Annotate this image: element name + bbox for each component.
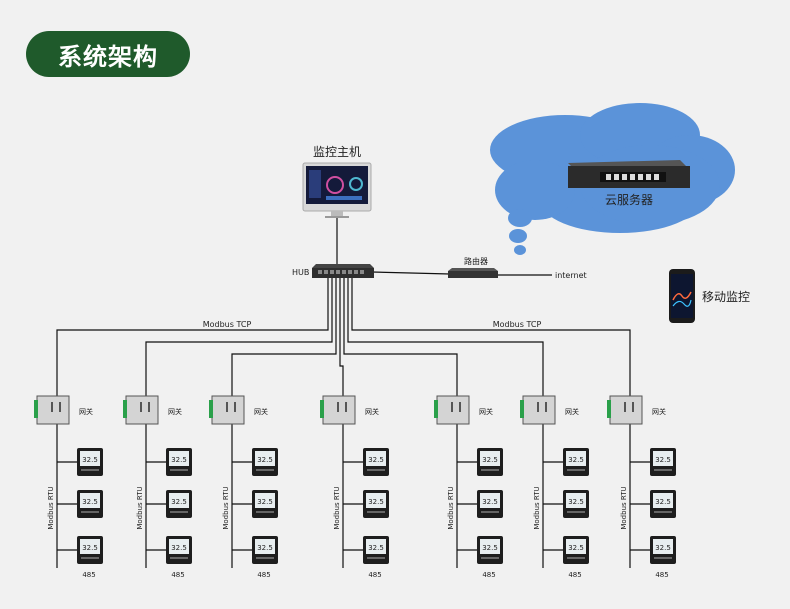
cloud-server-icon <box>568 160 690 188</box>
router-icon <box>448 268 498 278</box>
mobile-monitor-label: 移动监控 <box>702 290 750 304</box>
gateway-label: 网关 <box>254 407 268 416</box>
gateway-device <box>320 395 356 425</box>
sensor-reading: 32.5 <box>482 456 498 464</box>
sensor-reading: 32.5 <box>482 498 498 506</box>
sensor-device: 32.5 <box>166 536 192 564</box>
sensor-reading: 32.5 <box>568 544 584 552</box>
gateway-label: 网关 <box>79 407 93 416</box>
sensor-device: 32.5 <box>77 536 103 564</box>
gateway-device <box>209 395 245 425</box>
sensor-reading: 32.5 <box>655 498 671 506</box>
bus-485-label: 485 <box>257 571 270 579</box>
hub-label: HUB <box>292 268 309 277</box>
sensor-reading: 32.5 <box>655 456 671 464</box>
sensor-reading: 32.5 <box>82 456 98 464</box>
sensor-reading: 32.5 <box>171 456 187 464</box>
mobile-phone-icon <box>669 269 695 323</box>
sensor-reading: 32.5 <box>171 544 187 552</box>
sensor-reading: 32.5 <box>568 456 584 464</box>
bus-485-label: 485 <box>655 571 668 579</box>
sensor-reading: 32.5 <box>368 498 384 506</box>
gateway-label: 网关 <box>565 407 579 416</box>
sensor-device: 32.5 <box>477 448 503 476</box>
sensor-device: 32.5 <box>166 448 192 476</box>
sensor-device: 32.5 <box>650 536 676 564</box>
sensor-device: 32.5 <box>563 536 589 564</box>
gateway-label: 网关 <box>652 407 666 416</box>
sensor-reading: 32.5 <box>82 544 98 552</box>
hub-switch-icon <box>312 264 374 278</box>
sensor-device: 32.5 <box>363 536 389 564</box>
sensor-device: 32.5 <box>77 448 103 476</box>
sensor-reading: 32.5 <box>482 544 498 552</box>
gateway-device <box>34 395 70 425</box>
gateway-device <box>123 395 159 425</box>
modbus-tcp-label-right: Modbus TCP <box>493 320 542 329</box>
sensor-device: 32.5 <box>650 448 676 476</box>
sensor-reading: 32.5 <box>368 456 384 464</box>
router-label: 路由器 <box>464 256 488 266</box>
cloud-server-label: 云服务器 <box>605 192 653 207</box>
monitor-icon <box>302 162 372 218</box>
bus-485-label: 485 <box>171 571 184 579</box>
bus-485-label: 485 <box>82 571 95 579</box>
sensor-reading: 32.5 <box>655 544 671 552</box>
gateway-device <box>520 395 556 425</box>
sensor-reading: 32.5 <box>257 498 273 506</box>
sensor-reading: 32.5 <box>257 544 273 552</box>
gateway-label: 网关 <box>168 407 182 416</box>
monitor-host-label: 监控主机 <box>313 145 361 159</box>
sensor-device: 32.5 <box>563 490 589 518</box>
connection-lines <box>336 218 552 276</box>
sensor-reading: 32.5 <box>82 498 98 506</box>
modbus-rtu-label: Modbus RTU <box>47 486 55 529</box>
sensor-reading: 32.5 <box>568 498 584 506</box>
sensor-device: 32.5 <box>477 536 503 564</box>
bus-485-label: 485 <box>368 571 381 579</box>
sensor-device: 32.5 <box>252 490 278 518</box>
gateway-device <box>434 395 470 425</box>
modbus-rtu-label: Modbus RTU <box>333 486 341 529</box>
modbus-rtu-label: Modbus RTU <box>620 486 628 529</box>
sensor-device: 32.5 <box>252 536 278 564</box>
sensor-reading: 32.5 <box>171 498 187 506</box>
modbus-rtu-label: Modbus RTU <box>136 486 144 529</box>
gateway-label: 网关 <box>365 407 379 416</box>
sensor-device: 32.5 <box>363 448 389 476</box>
modbus-tcp-label-left: Modbus TCP <box>203 320 252 329</box>
bus-485-label: 485 <box>482 571 495 579</box>
sensor-device: 32.5 <box>166 490 192 518</box>
sensor-device: 32.5 <box>563 448 589 476</box>
sensor-device: 32.5 <box>363 490 389 518</box>
sensor-device: 32.5 <box>650 490 676 518</box>
page-title: 系统架构 <box>26 31 190 77</box>
sensor-reading: 32.5 <box>368 544 384 552</box>
gateway-device <box>607 395 643 425</box>
modbus-rtu-label: Modbus RTU <box>533 486 541 529</box>
sensor-device: 32.5 <box>252 448 278 476</box>
sensor-device: 32.5 <box>77 490 103 518</box>
bus-485-label: 485 <box>568 571 581 579</box>
sensor-device: 32.5 <box>477 490 503 518</box>
internet-label: internet <box>555 271 587 280</box>
gateway-label: 网关 <box>479 407 493 416</box>
modbus-rtu-label: Modbus RTU <box>222 486 230 529</box>
modbus-rtu-label: Modbus RTU <box>447 486 455 529</box>
sensor-reading: 32.5 <box>257 456 273 464</box>
